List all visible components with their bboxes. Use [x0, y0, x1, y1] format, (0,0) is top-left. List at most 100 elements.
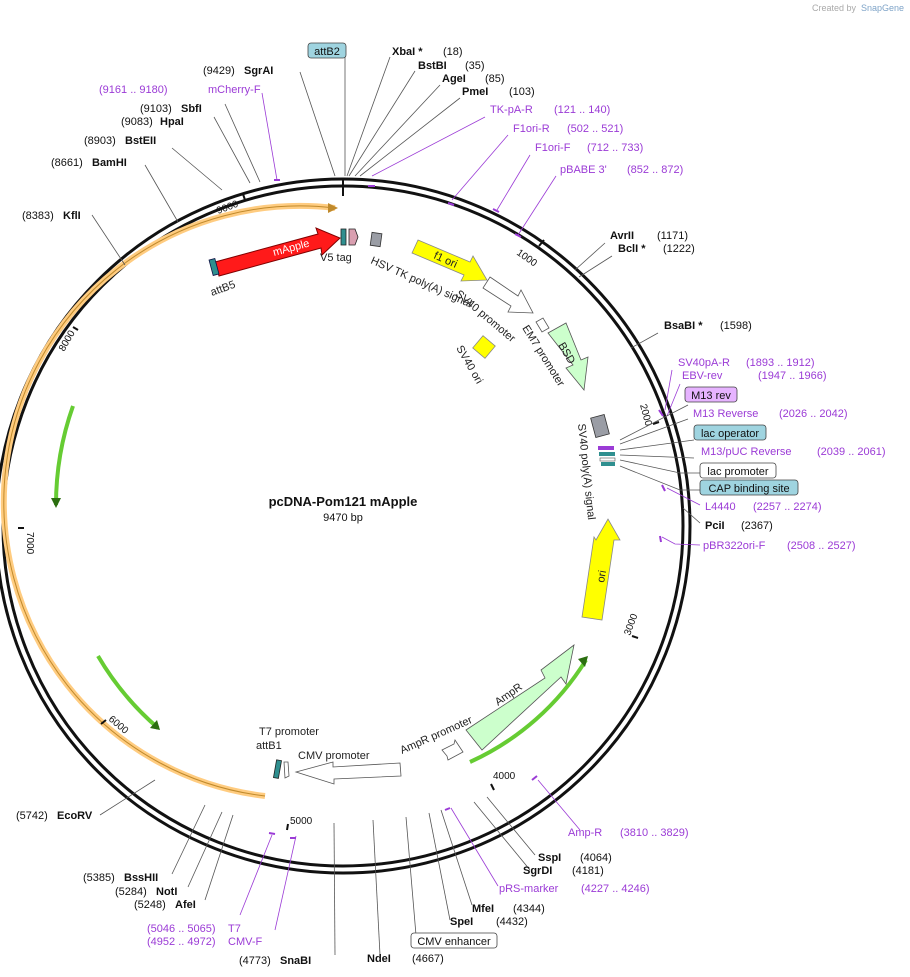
- primer-pos: (852 .. 872): [627, 164, 683, 176]
- sv40-promoter-arrow: [482, 276, 534, 314]
- orf-band-green-2-head: [150, 720, 160, 730]
- credit-brand: SnapGene: [861, 3, 904, 13]
- tick-label-4000: 4000: [493, 771, 516, 782]
- cmv-enhancer-box: [410, 932, 498, 949]
- orf-band-green-3-head: [578, 656, 588, 667]
- cmv-promoter-arrow: [294, 761, 402, 785]
- tick-label-7000: 7000: [24, 532, 35, 555]
- primer-pos: (121 .. 140): [554, 104, 610, 116]
- site-name: AfeI: [175, 899, 196, 911]
- primer-name: TK-pA-R: [490, 104, 533, 116]
- primer-name: Amp-R: [568, 827, 602, 839]
- site-name: SspI: [538, 852, 561, 864]
- site-name: AgeI: [442, 73, 466, 85]
- ampr-promoter-label: AmpR promoter: [398, 714, 474, 757]
- map-length: 9470 bp: [323, 512, 363, 524]
- site-name: SgrDI: [523, 865, 552, 877]
- boxed-labels: attB2 M13 rev lac operator lac promoter …: [307, 42, 799, 949]
- ori-arrow: [581, 518, 621, 621]
- t7-promoter-marker: [283, 761, 290, 779]
- attb2-box: [307, 42, 347, 59]
- site-name: BclI *: [618, 243, 646, 255]
- sv40-polya-label: SV40 poly(A) signal: [575, 423, 597, 520]
- primer-name: F1ori-R: [513, 123, 550, 135]
- site-pos: (1222): [663, 243, 695, 255]
- site-pos: (18): [443, 46, 463, 58]
- primer-pos: (2508 .. 2527): [787, 540, 856, 552]
- primer-name: T7: [228, 923, 241, 935]
- primer-markers: [268, 179, 666, 839]
- site-name: SgrAI: [244, 65, 273, 77]
- attb5-marker: [208, 258, 220, 276]
- site-pos: (4344): [513, 903, 545, 915]
- primer-pos: (712 .. 733): [587, 142, 643, 154]
- site-pos: (103): [509, 86, 535, 98]
- lac-promoter-box: [699, 462, 777, 479]
- lac-operator-box-label: lac operator: [701, 428, 759, 440]
- tick-label-5000: 5000: [290, 816, 313, 827]
- site-pos: (1171): [657, 230, 688, 242]
- sv40-ori-box: [472, 335, 496, 359]
- bsd-arrow: [547, 322, 589, 391]
- em7-promoter-arrow: [535, 317, 550, 333]
- cap-site-marker: [601, 462, 615, 466]
- backbone-inner-ring: [1, 184, 685, 868]
- lac-promoter-marker: [599, 457, 616, 462]
- cmv-promoter-label: CMV promoter: [298, 750, 370, 762]
- mapple-arrow: [214, 227, 341, 277]
- site-pos: (4064): [580, 852, 612, 864]
- site-name: KflI: [63, 210, 81, 222]
- sv40-polya-marker: [590, 414, 610, 438]
- leader-lines: [91, 56, 701, 956]
- site-name: BsaBI *: [664, 320, 703, 332]
- v5-marker: [340, 228, 347, 246]
- site-pos: (5248): [134, 899, 166, 911]
- ticks: [18, 179, 660, 831]
- site-pos: (4432): [496, 916, 528, 928]
- primer-name: SV40pA-R: [678, 357, 730, 369]
- site-name: PmeI: [462, 86, 488, 98]
- primer-pos: (1947 .. 1966): [758, 370, 827, 382]
- site-pos: (5284): [115, 886, 147, 898]
- site-pos: (8903): [84, 135, 116, 147]
- primer-name: M13 Reverse: [693, 408, 758, 420]
- tick-label-3000: 3000: [622, 612, 640, 637]
- primer-name: F1ori-F: [535, 142, 571, 154]
- site-pos: (1598): [720, 320, 752, 332]
- orf-band-arrowhead: [328, 203, 338, 213]
- site-name: BstBI: [418, 60, 447, 72]
- small-orf-marker: [348, 228, 359, 246]
- primer-name: CMV-F: [228, 936, 263, 948]
- primer-pos: (1893 .. 1912): [746, 357, 815, 369]
- lac-promoter-box-label: lac promoter: [707, 466, 768, 478]
- site-pos: (9429): [203, 65, 235, 77]
- site-pos: (4181): [572, 865, 604, 877]
- m13-rev-marker: [598, 446, 614, 450]
- primer-name: pBABE 3': [560, 164, 607, 176]
- site-pos: (4773): [239, 955, 271, 967]
- primer-name: pRS-marker: [499, 883, 559, 895]
- primer-pos: (2257 .. 2274): [753, 501, 822, 513]
- orf-band-green-1: [53, 405, 75, 506]
- site-pos: (4667): [412, 953, 444, 965]
- attb1-label: attB1: [256, 740, 282, 752]
- lac-operator-box: [693, 424, 767, 441]
- ampr-promoter-arrow: [441, 739, 464, 761]
- ori-label: ori: [595, 569, 609, 583]
- site-name: AvrII: [610, 230, 634, 242]
- primer-labels: TK-pA-R (121 .. 140) F1ori-R (502 .. 521…: [99, 84, 886, 948]
- t7-promoter-label: T7 promoter: [259, 726, 319, 738]
- primer-name: M13/pUC Reverse: [701, 446, 791, 458]
- cap-site-box-label: CAP binding site: [708, 483, 789, 495]
- primer-pos: (4227 .. 4246): [581, 883, 650, 895]
- site-pos: (35): [465, 60, 485, 72]
- m13-rev-box-label: M13 rev: [691, 390, 731, 402]
- map-title: pcDNA-Pom121 mApple: [269, 494, 418, 509]
- site-name: NdeI: [367, 953, 391, 965]
- site-labels: XbaI * (18) BstBI (35) AgeI (85) PmeI (1…: [16, 46, 773, 967]
- site-name: BstEII: [125, 135, 156, 147]
- v5-label: V5 tag: [320, 252, 352, 264]
- primer-name: mCherry-F: [208, 84, 261, 96]
- attb2-box-label: attB2: [314, 46, 340, 58]
